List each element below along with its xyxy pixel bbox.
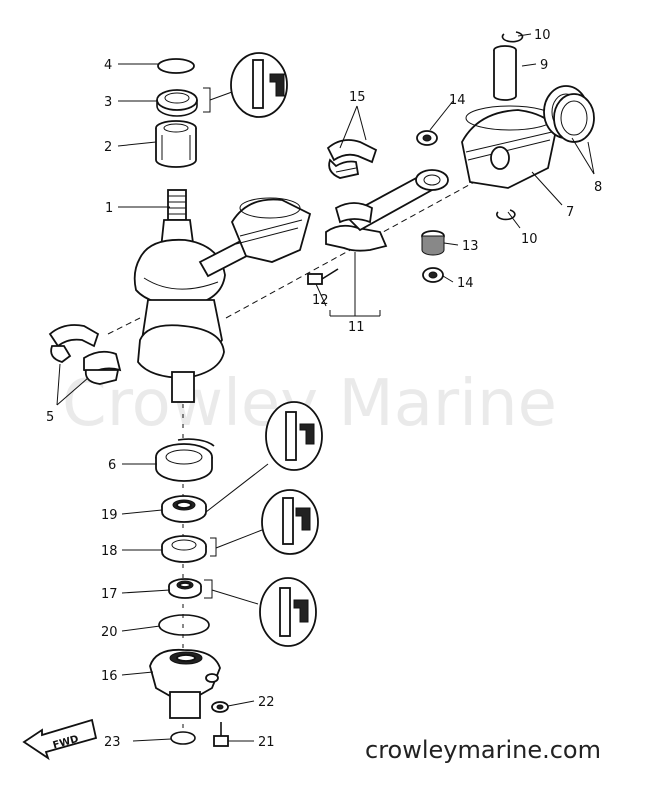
callout-17: 17: [101, 587, 118, 602]
part-17-oil-seal[interactable]: [168, 578, 202, 599]
callout-22: 22: [258, 695, 275, 710]
part-20-o-ring[interactable]: [158, 614, 210, 636]
part-12-bolt[interactable]: [307, 268, 339, 285]
callout-1: 1: [105, 201, 113, 216]
leader-lines: [56, 33, 595, 742]
callout-7: 7: [566, 205, 574, 220]
part-22-washer[interactable]: [211, 701, 229, 713]
callout-14-upper: 14: [449, 93, 466, 108]
detail-bubble-6-19: [205, 401, 323, 513]
callout-4: 4: [104, 58, 112, 73]
callout-10-top: 10: [534, 28, 551, 43]
callout-21: 21: [258, 735, 275, 750]
part-16-seal-housing[interactable]: [149, 648, 221, 719]
callout-10-bottom: 10: [521, 232, 538, 247]
part-6-ball-bearing[interactable]: [155, 438, 215, 482]
part-4-cap[interactable]: [157, 58, 195, 74]
callout-5: 5: [46, 410, 54, 425]
part-13-small-end-bearing[interactable]: [421, 230, 445, 256]
part-21-bolt[interactable]: [213, 722, 229, 747]
part-2-needle-bearing[interactable]: [155, 120, 197, 168]
callout-16: 16: [101, 669, 118, 684]
callout-8: 8: [594, 180, 602, 195]
part-23-o-ring[interactable]: [170, 731, 196, 745]
callout-19: 19: [101, 508, 118, 523]
part-14-washer-lower[interactable]: [422, 267, 444, 283]
part-15-rod-bearing[interactable]: [326, 139, 378, 179]
part-5-bearing-halves[interactable]: [48, 324, 122, 385]
callout-12: 12: [312, 293, 329, 308]
callout-18: 18: [101, 544, 118, 559]
detail-bubble-top: [203, 52, 288, 118]
callout-13: 13: [462, 239, 479, 254]
site-url[interactable]: crowleymarine.com: [365, 736, 601, 764]
part-10-clip-top[interactable]: [501, 31, 524, 43]
part-19-oil-seal[interactable]: [161, 495, 207, 523]
part-8-piston-rings[interactable]: [543, 85, 595, 143]
part-10-clip-bottom[interactable]: [496, 209, 516, 221]
callout-3: 3: [104, 95, 112, 110]
part-9-piston-pin[interactable]: [493, 45, 517, 101]
detail-bubble-17: [204, 577, 317, 647]
callout-14-lower: 14: [457, 276, 474, 291]
callout-9: 9: [540, 58, 548, 73]
part-18-oil-seal[interactable]: [161, 535, 207, 563]
callout-2: 2: [104, 140, 112, 155]
part-14-washer-upper[interactable]: [416, 130, 438, 146]
callout-20: 20: [101, 625, 118, 640]
fwd-arrow-icon: FWD: [22, 718, 98, 761]
part-7-piston[interactable]: [461, 105, 557, 189]
callout-15: 15: [349, 90, 366, 105]
callout-23: 23: [104, 735, 121, 750]
part-11-connecting-rod[interactable]: [325, 169, 449, 252]
callout-11: 11: [348, 320, 365, 335]
callout-6: 6: [108, 458, 116, 473]
callouts: 4 3 2 1 5 6 19 18 17 20 16 23 21 22 15 1…: [46, 28, 602, 750]
part-3-oil-seal[interactable]: [156, 89, 198, 117]
detail-bubble-18: [210, 489, 319, 557]
part-1-crankshaft[interactable]: [133, 189, 312, 403]
